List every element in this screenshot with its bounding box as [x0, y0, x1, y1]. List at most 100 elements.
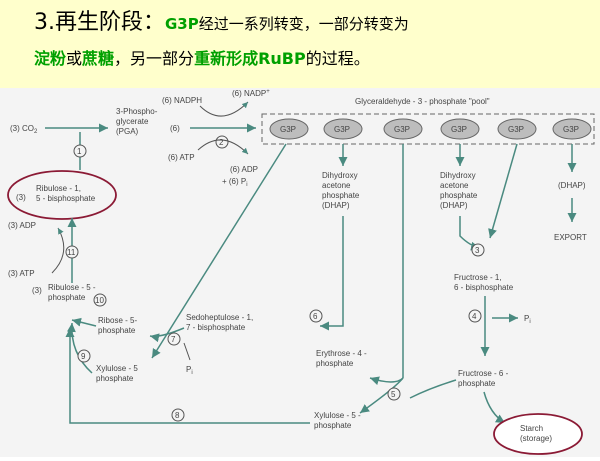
co2-label: (3) CO2 — [10, 124, 38, 135]
rubp-count: (3) — [16, 193, 26, 202]
step-11-label: 11 — [67, 248, 76, 257]
g3p-node — [497, 118, 537, 140]
x5pb-label-2: phosphate — [314, 421, 352, 430]
mid-text: ，另一部分 — [114, 49, 195, 68]
g3p-pool-box — [261, 113, 595, 145]
g3p-node — [440, 118, 480, 140]
step-1-marker — [73, 144, 87, 158]
f6p-to-pathway-line — [409, 379, 457, 399]
or-text: 或 — [66, 49, 83, 68]
line1-text: 经过一系列转变，一部分转变为 — [198, 15, 409, 33]
dhap1-to-sbp-arrow — [320, 216, 344, 331]
e4p-label-2: phosphate — [316, 359, 354, 368]
nadph-curve — [199, 101, 249, 117]
g3p-node-label: G3P — [451, 125, 467, 134]
starch-label-2: (storage) — [520, 434, 552, 443]
step-7-label: 7 — [171, 335, 176, 344]
header-line-1: 3.再生阶段：G3P经过一系列转变，一部分转变为 — [34, 8, 409, 39]
dhap1-label-a: Dihydroxy — [322, 171, 358, 180]
step-9-label: 9 — [81, 352, 86, 361]
g3p-node — [269, 118, 309, 140]
fbp-label-1: Fructrose - 1, — [454, 273, 502, 282]
pool-label: Glyceraldehyde - 3 - phosphate "pool" — [355, 97, 490, 106]
step-8-marker — [171, 408, 185, 422]
step-10-label: 10 — [95, 296, 104, 305]
step-5-marker — [387, 387, 401, 401]
g3p-node-label: G3P — [563, 125, 579, 134]
g3p-term: G3P — [165, 15, 199, 33]
cycle-svg: Glyceraldehyde - 3 - phosphate "pool" (6… — [7, 89, 595, 455]
g3p-node — [383, 118, 423, 140]
rubp-label-2: 5 - bisphosphate — [36, 194, 96, 203]
step-1-label: 1 — [77, 147, 82, 156]
rubp-label-1: Ribulose - 1, — [36, 184, 81, 193]
dhap1-label-c: phosphate — [322, 191, 360, 200]
rubp-term: 重新形成RuBP — [194, 49, 306, 68]
g3p-node-label: G3P — [508, 125, 524, 134]
x5pb-label-1: Xylulose - 5 - — [314, 411, 361, 420]
sbp-label-2: 7 - bisphosphate — [186, 323, 246, 332]
atp-curve — [197, 139, 249, 155]
step-3-marker — [471, 243, 485, 257]
sucrose-term: 蔗糖 — [82, 49, 115, 68]
f6p-to-starch-arrow — [483, 391, 506, 424]
step-5-label: 5 — [391, 390, 396, 399]
pga-label-2: glycerate — [116, 117, 149, 126]
g3p-node — [552, 118, 592, 140]
dhap3-label: (DHAP) — [558, 181, 586, 190]
f6p-label-2: phosphate — [458, 379, 496, 388]
step-7-marker — [167, 332, 181, 346]
atp3-label: (3) ATP — [8, 269, 35, 278]
pi-branch-line — [183, 342, 191, 361]
step-6-marker — [309, 309, 323, 323]
nadp-label: (6) NADP+ — [232, 89, 270, 98]
pi-label-4: Pi — [524, 314, 531, 325]
dhap2-label-c: phosphate — [440, 191, 478, 200]
atp6-label: (6) ATP — [168, 153, 195, 162]
pi-label-7: Pi — [186, 365, 193, 376]
adp3-label: (3) ADP — [8, 221, 36, 230]
step-4-label: 4 — [472, 312, 477, 321]
step-11-marker — [65, 245, 79, 259]
dhap1-label-d: (DHAP) — [322, 201, 350, 210]
step-9-marker — [77, 349, 91, 363]
adp6-label: (6) ADP — [230, 165, 258, 174]
g3p-node-label: G3P — [394, 125, 410, 134]
x5p-to-ru5p-arrow — [66, 322, 93, 374]
pi6-label: + (6) Pi — [222, 177, 248, 188]
nadph-label: (6) NADPH — [162, 96, 202, 105]
step-2-marker — [215, 135, 229, 149]
step-2-label: 2 — [219, 138, 224, 147]
rubp-highlight-circle — [7, 170, 117, 220]
starch-label-1: Starch — [520, 424, 543, 433]
pga-label-1: 3-Phospho- — [116, 107, 158, 116]
x5p-label-1: Xylulose - 5 — [96, 364, 138, 373]
g3p-node — [323, 118, 363, 140]
x5pb-to-ru5p-arrow — [65, 328, 310, 424]
pga-label-3: (PGA) — [116, 127, 139, 136]
dhap2-label-b: acetone — [440, 181, 469, 190]
dhap2-label-d: (DHAP) — [440, 201, 468, 210]
pool-to-x5p-arrow — [151, 143, 287, 359]
dhap2-label-a: Dihydroxy — [440, 171, 476, 180]
dhap1-label-b: acetone — [322, 181, 351, 190]
starch-highlight-circle — [493, 413, 583, 455]
r5p-label-2: phosphate — [98, 326, 136, 335]
starch-term: 淀粉 — [34, 49, 67, 68]
r5p-to-ru5p-arrow — [71, 317, 97, 327]
step-6-label: 6 — [313, 312, 318, 321]
g3p-node-label: G3P — [280, 125, 296, 134]
ru5p-label-2: phosphate — [48, 293, 86, 302]
stage-title: 3.再生阶段： — [34, 10, 165, 35]
six-label: (6) — [170, 124, 180, 133]
ru5p-label-1: Ribulose - 5 - — [48, 283, 96, 292]
step-4-marker — [468, 309, 482, 323]
g3p-nodes: G3P G3P G3P G3P G3P G3P — [269, 118, 592, 140]
calvin-cycle-diagram: Glyceraldehyde - 3 - phosphate "pool" (6… — [0, 88, 600, 457]
pool-to-fbp-arrow — [488, 143, 518, 239]
header-line-2: 淀粉或蔗糖，另一部分重新形成RuBP的过程。 — [34, 46, 370, 72]
e4p-label-1: Erythrose - 4 - — [316, 349, 367, 358]
sbp-label-1: Sedoheptulose - 1, — [186, 313, 253, 322]
step-8-label: 8 — [175, 411, 180, 420]
header-banner: 3.再生阶段：G3P经过一系列转变，一部分转变为 淀粉或蔗糖，另一部分重新形成R… — [0, 0, 600, 88]
